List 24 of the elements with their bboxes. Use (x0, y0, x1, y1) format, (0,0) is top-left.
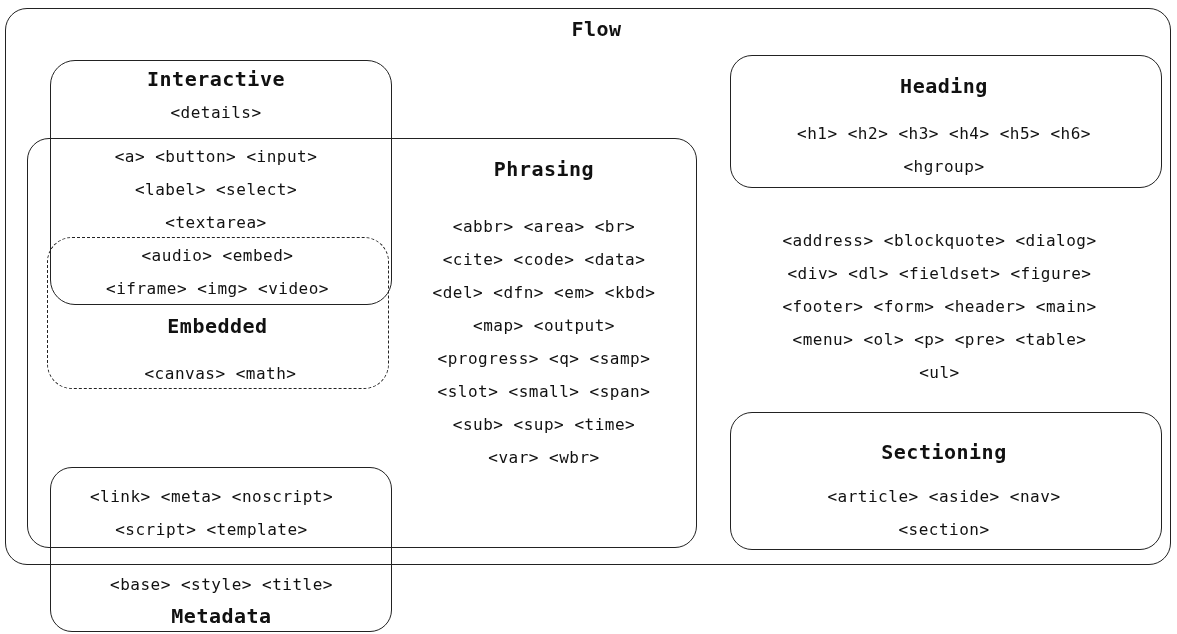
dashed-category-region (47, 237, 389, 389)
element-list: <article> <aside> <nav> <section> (816, 479, 1072, 546)
category-region (5, 8, 1171, 565)
category-title: Sectioning (880, 438, 1008, 466)
category-title: Flow (570, 16, 623, 43)
category-region (729, 54, 1162, 188)
category-title: Phrasing (492, 155, 596, 183)
category-region (729, 411, 1162, 550)
element-list: <link> <meta> <noscript> <script> <template> (83, 480, 340, 546)
element-list: <base> <style> <title> (93, 568, 350, 601)
element-list: <canvas> <math> (128, 357, 313, 390)
element-list: <audio> <embed> <iframe> <img> <video> (102, 239, 333, 305)
element-list: <h1> <h2> <h3> <h4> <h5> <h6> <hgroup> (791, 116, 1097, 183)
category-region (49, 59, 392, 305)
category-region (26, 137, 697, 548)
element-list: <a> <button> <input> <label> <select> <textarea> (108, 139, 324, 239)
category-region (50, 467, 392, 632)
category-title: Interactive (146, 65, 286, 93)
category-title: Heading (899, 72, 989, 100)
element-list: <address> <blockquote> <dialog> <div> <dl> <fieldset> <figure> <footer> <form> <header> <main> <menu> <ol> <p> <pre> <table> <ul> (776, 224, 1103, 389)
element-list: <abbr> <area> <br> <cite> <code> <data> <del> <dfn> <em> <kbd> <map> <output> <progress> <q> <samp> <slot> <small> <span> <sub> <sup> <time> <var> <wbr> (429, 209, 659, 474)
category-title: Embedded (166, 313, 269, 340)
element-list: <details> (154, 95, 278, 129)
category-title: Metadata (170, 603, 273, 630)
